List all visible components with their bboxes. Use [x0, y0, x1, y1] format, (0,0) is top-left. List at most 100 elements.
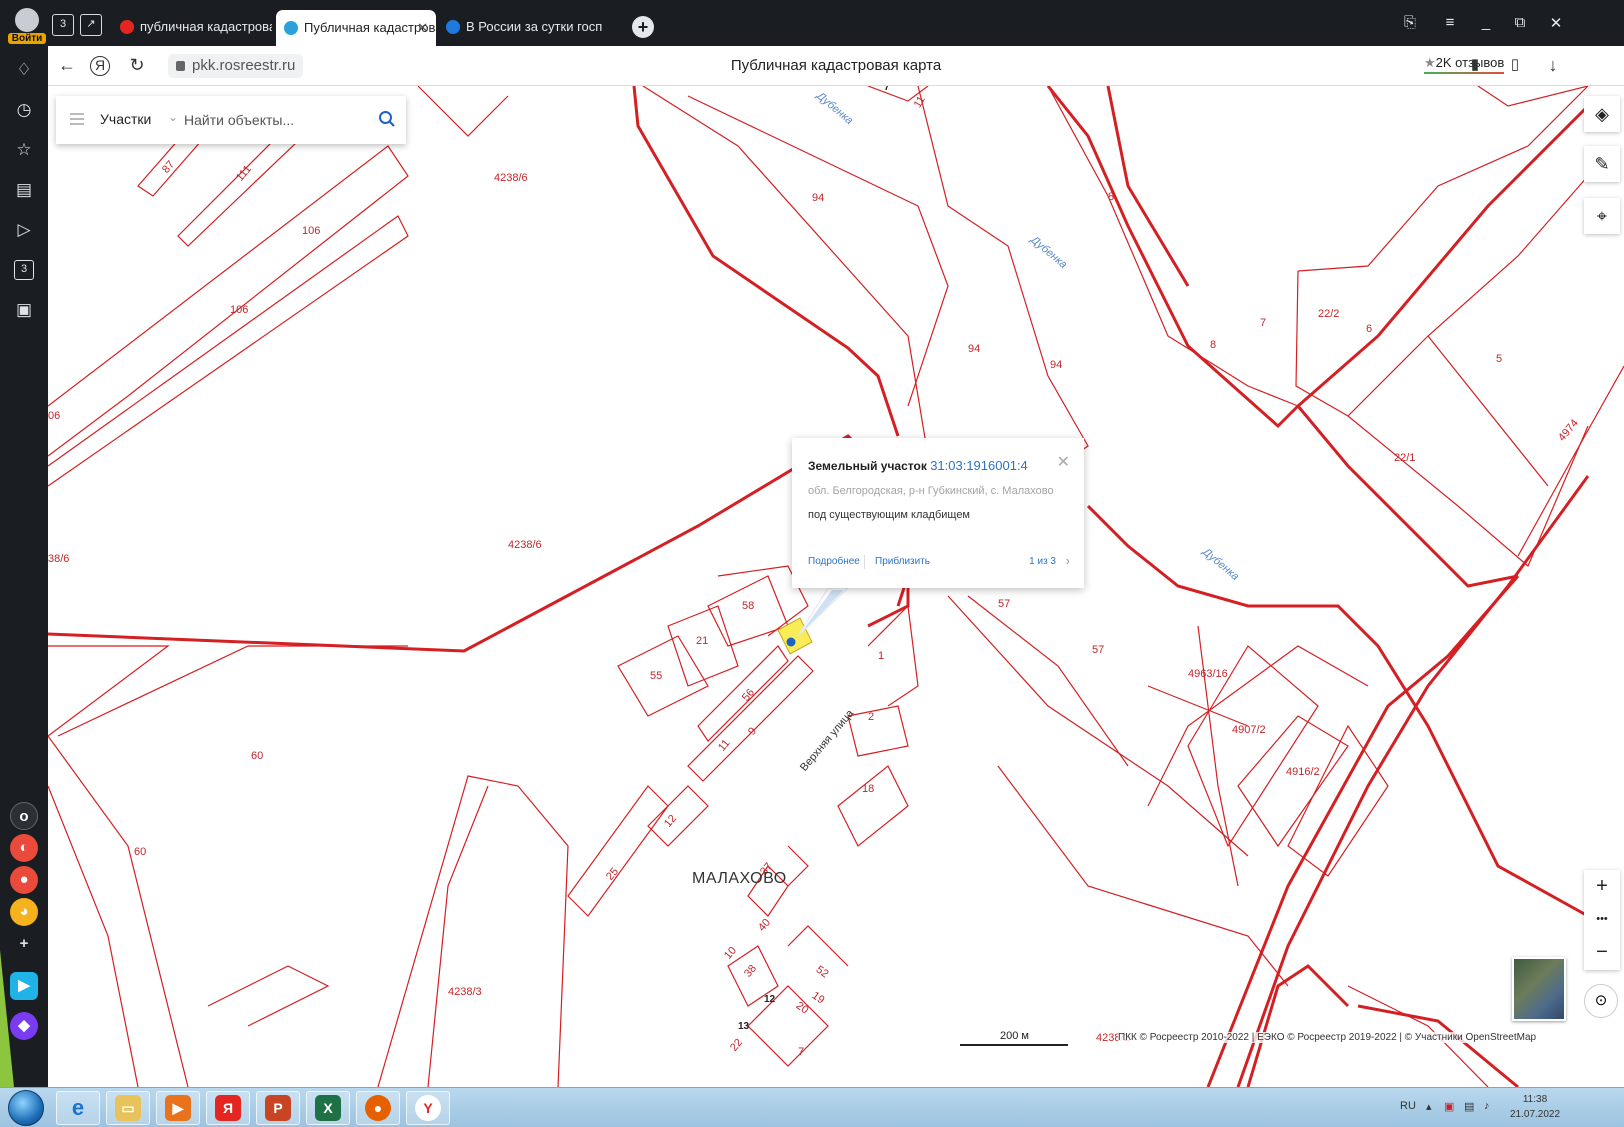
login-label: Войти — [8, 33, 46, 44]
ruler-icon[interactable]: ✎ — [1584, 146, 1620, 182]
notes-icon[interactable]: ▤ — [15, 180, 33, 199]
music-app-icon[interactable]: ◕ — [10, 898, 38, 926]
zoom-to-link[interactable]: Приблизить — [875, 556, 930, 567]
address-bar: ← Я ↻ pkk.rosreestr.ru Публичная кадастр… — [48, 46, 1624, 86]
zoom-in-button[interactable]: + — [1596, 875, 1608, 897]
system-clock[interactable]: 11:38 21.07.2022 — [1510, 1092, 1560, 1122]
tab-counter-button[interactable]: 3 — [52, 14, 74, 36]
parcel-label: 22/1 — [1394, 452, 1416, 464]
tab-3[interactable]: В России за сутки госпита — [438, 12, 602, 42]
parcel-label: 4238/6 — [494, 172, 528, 184]
map-attribution: ПКК © Росреестр 2010-2022 | ЕЭКО © Росре… — [1118, 1032, 1537, 1043]
alice-assistant-icon[interactable]: ◆ — [10, 1012, 38, 1040]
parcel-label: 106 — [230, 304, 249, 316]
firefox-icon[interactable]: ● — [356, 1091, 400, 1125]
locate-icon[interactable]: ⌖ — [1584, 198, 1620, 234]
cadastral-number-link[interactable]: 31:03:1916001:4 — [930, 458, 1028, 473]
volume-icon[interactable]: ♪ — [1484, 1100, 1490, 1112]
reader-mode-icon[interactable]: ▯ — [1510, 56, 1520, 73]
language-indicator[interactable]: RU — [1400, 1100, 1416, 1112]
yandex-logo-icon[interactable]: Я — [90, 56, 110, 76]
parcel-boundaries — [48, 86, 1624, 1087]
zoom-out-button[interactable]: − — [1596, 941, 1608, 963]
tab-view-icon[interactable]: ⎘ — [1403, 14, 1416, 31]
search-icon[interactable] — [378, 110, 396, 128]
display-icon[interactable]: ▤ — [1464, 1101, 1475, 1113]
cadastral-map[interactable]: 4238/6 106 106 94 94 94 8 8 7 22/2 6 5 2… — [48, 86, 1624, 1087]
powerpoint-icon[interactable]: P — [256, 1091, 300, 1125]
restore-button[interactable]: ⧉ — [1514, 14, 1526, 31]
back-icon[interactable]: ← — [58, 55, 76, 75]
tab-3-label: В России за сутки госпита — [466, 19, 602, 34]
parcel-label: 57 — [1092, 644, 1105, 656]
close-tab-icon[interactable]: ✕ — [417, 20, 428, 35]
chevron-down-icon[interactable]: ⌄ — [168, 110, 179, 124]
parcel-label: 21 — [696, 635, 709, 647]
reload-icon[interactable]: ↻ — [129, 55, 145, 75]
hamburger-menu-icon[interactable] — [70, 113, 84, 125]
parcel-label: 5 — [1496, 353, 1503, 365]
download-icon[interactable]: ↓ — [1548, 55, 1558, 75]
parcel-label: 94 — [968, 343, 981, 355]
yandex-browser-icon[interactable]: Y — [406, 1091, 450, 1125]
excel-icon[interactable]: X — [306, 1091, 350, 1125]
add-app-icon[interactable]: + — [19, 935, 29, 952]
tab-2-active[interactable]: Публичная кадастрова ✕ — [276, 10, 436, 46]
explorer-icon[interactable]: ▭ — [106, 1091, 150, 1125]
village-label: МАЛАХОВО — [692, 870, 787, 887]
bell-icon[interactable]: ♢ — [16, 60, 32, 79]
star-icon[interactable]: ☆ — [16, 140, 32, 159]
alice-app-icon[interactable]: o — [10, 802, 38, 830]
parcel-label: 8 — [1210, 339, 1217, 351]
network-icon[interactable]: ▣ — [1444, 1101, 1455, 1113]
counter-icon[interactable]: 3 — [14, 260, 34, 280]
reviews-link[interactable]: ★2K отзывов — [1424, 55, 1505, 74]
yandex-icon[interactable]: Я — [206, 1091, 250, 1125]
new-window-icon[interactable]: ↗ — [80, 14, 102, 36]
desktop-decoration — [0, 950, 14, 1087]
bookmark-icon[interactable]: ▮ — [1470, 56, 1480, 73]
search-category-select[interactable]: Участки — [100, 111, 152, 127]
media-player-icon[interactable]: ▶ — [156, 1091, 200, 1125]
start-button[interactable] — [8, 1090, 44, 1126]
minimize-button[interactable]: _ — [1481, 14, 1491, 31]
ie-icon[interactable]: e — [56, 1091, 100, 1125]
tray-expand-icon[interactable]: ▴ — [1426, 1101, 1432, 1113]
next-result-icon[interactable]: › — [1065, 553, 1070, 568]
more-options-button[interactable]: ••• — [1596, 913, 1608, 925]
parcel-label: 60 — [251, 750, 264, 762]
parcel-label: 58 — [742, 600, 755, 612]
user-avatar-icon — [15, 8, 39, 32]
compass-icon[interactable]: ⊙ — [1584, 984, 1618, 1018]
parcel-label: 94 — [812, 192, 825, 204]
play-icon[interactable]: ▷ — [17, 220, 31, 239]
maps-app-icon[interactable]: ● — [10, 866, 38, 894]
close-window-button[interactable]: ✕ — [1549, 15, 1563, 32]
messenger-app-icon[interactable]: ▶ — [10, 972, 38, 1000]
parcel-type-label: Земельный участок — [808, 459, 927, 473]
close-popup-icon[interactable]: ✕ — [1056, 454, 1070, 471]
parcel-label: 38/6 — [48, 553, 70, 565]
history-icon[interactable]: ◷ — [16, 100, 32, 119]
new-tab-button[interactable]: + — [632, 16, 654, 38]
parcel-label: 60 — [134, 846, 147, 858]
login-button[interactable]: Войти — [8, 8, 46, 46]
basemap-switcher[interactable] — [1512, 957, 1566, 1021]
browser-sidebar: ♢ ◷ ☆ ▤ ▷ 3 ▣ o ◐ ● ◕ + ▶ ◆ — [0, 46, 48, 1087]
building-number: 13 — [738, 1021, 750, 1032]
scale-bar — [960, 1042, 1068, 1046]
building-number: 7 — [884, 86, 890, 93]
layers-icon[interactable]: ◈ — [1584, 96, 1620, 132]
url-field[interactable]: pkk.rosreestr.ru — [168, 54, 304, 78]
details-link[interactable]: Подробнее — [808, 556, 860, 567]
yandex-app-icon[interactable]: ◐ — [10, 834, 38, 862]
parcel-label: 1 — [878, 650, 885, 662]
camera-icon[interactable]: ▣ — [15, 300, 33, 319]
search-input[interactable] — [184, 106, 364, 134]
menu-icon[interactable]: ≡ — [1445, 14, 1455, 31]
reviews-label: 2K отзывов — [1435, 55, 1505, 70]
parcel-label: 55 — [650, 670, 663, 682]
tab-1[interactable]: публичная кадастровая к — [112, 12, 272, 42]
parcel-usage: под существующим кладбищем — [808, 509, 970, 521]
parcel-label: 94 — [1050, 359, 1063, 371]
